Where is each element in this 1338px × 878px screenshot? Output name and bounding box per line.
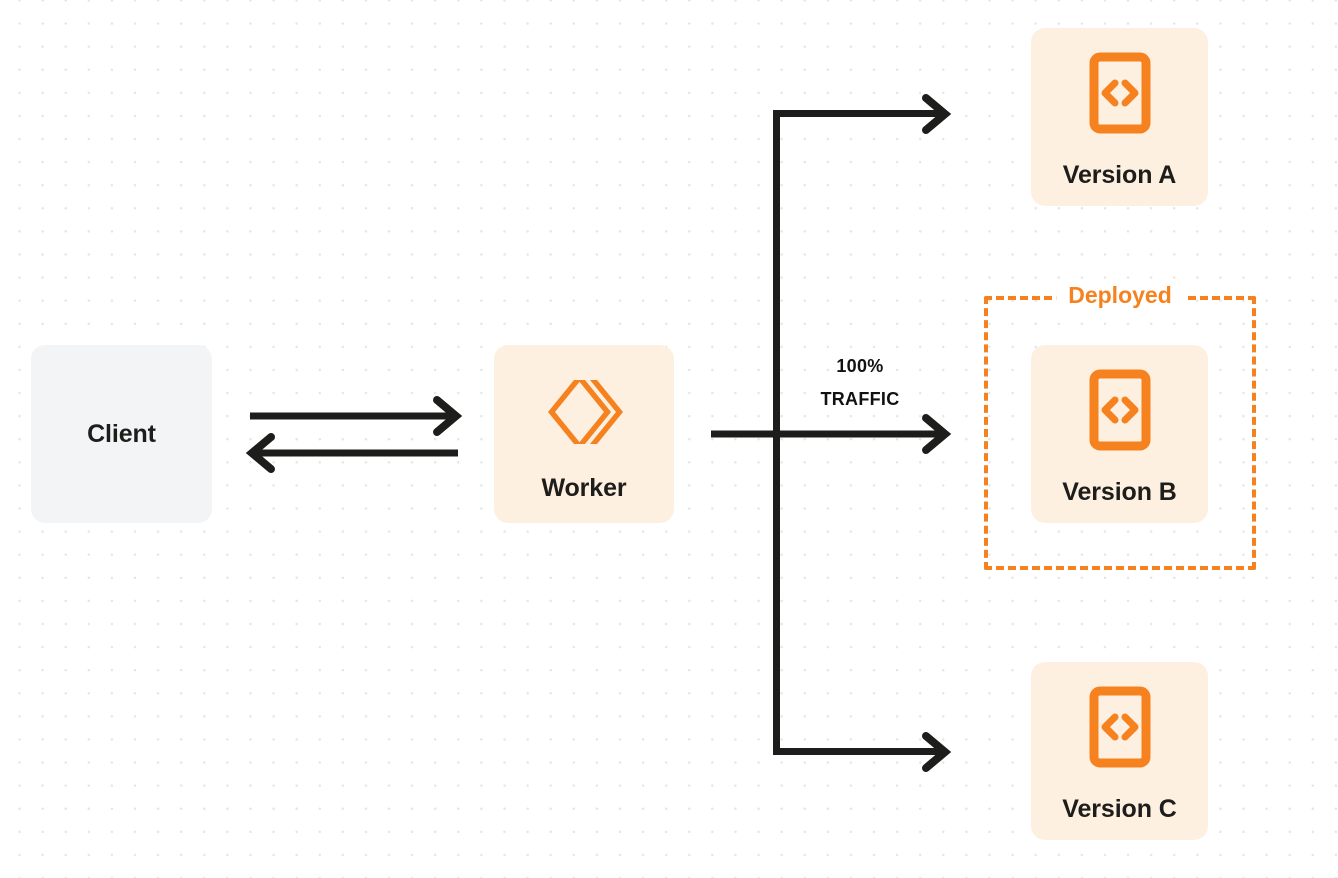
deployed-group-label: Deployed xyxy=(1056,284,1184,308)
edge-trunk-to-version-b xyxy=(773,414,952,454)
node-worker[interactable]: Worker xyxy=(494,345,674,523)
node-version-b-label: Version B xyxy=(1062,478,1177,506)
edge-trunk-to-version-a xyxy=(773,94,952,134)
node-version-b[interactable]: Version B xyxy=(1031,345,1208,523)
deployed-group-boundary: Deployed xyxy=(984,284,1256,570)
node-version-c[interactable]: Version C xyxy=(1031,662,1208,840)
edge-trunk-to-version-c xyxy=(773,732,952,772)
node-client-label: Client xyxy=(87,419,156,448)
node-client[interactable]: Client xyxy=(31,345,212,523)
edge-worker-to-client xyxy=(245,433,458,473)
node-version-a-label: Version A xyxy=(1062,161,1177,189)
code-brackets-icon xyxy=(1089,686,1151,773)
traffic-percentage-unit: TRAFFIC xyxy=(820,389,900,409)
node-version-c-label: Version C xyxy=(1062,795,1177,823)
cloudflare-workers-logo-icon xyxy=(545,374,623,455)
traffic-percentage-value: 100% xyxy=(836,356,884,376)
node-worker-label: Worker xyxy=(541,474,627,502)
node-version-a[interactable]: Version A xyxy=(1031,28,1208,206)
code-brackets-icon xyxy=(1089,52,1151,139)
edge-client-to-worker xyxy=(250,396,463,436)
traffic-percentage-label: 100% TRAFFIC xyxy=(796,350,924,416)
code-brackets-icon xyxy=(1089,369,1151,456)
